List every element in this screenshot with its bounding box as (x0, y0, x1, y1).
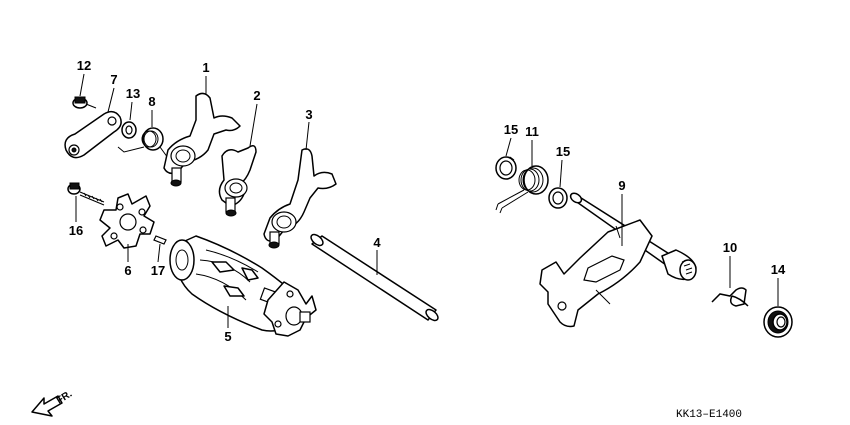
callout-5: 5 (224, 329, 231, 344)
part-1-shift-fork (163, 92, 241, 187)
part-2-shift-fork (218, 145, 257, 217)
callout-4: 4 (373, 235, 381, 250)
diagram-code: KK13–E1400 (676, 409, 742, 421)
part-4-fork-shaft (310, 233, 439, 322)
front-direction-indicator: FR. (31, 389, 74, 417)
callout-15-upper: 15 (504, 122, 518, 137)
part-13-washer (121, 121, 137, 139)
callout-16: 16 (69, 223, 83, 238)
callout-17: 17 (151, 263, 165, 278)
callout-1: 1 (202, 60, 209, 75)
part-9-gearshift-spindle (539, 192, 697, 328)
leader-lines (75, 73, 779, 328)
part-15-circlip-upper (495, 156, 517, 180)
callout-14: 14 (771, 262, 786, 277)
callout-9: 9 (618, 178, 625, 193)
part-6-star-plate (99, 193, 155, 249)
part-5-shift-drum (169, 235, 317, 337)
part-8-spring (117, 127, 169, 159)
front-arrow-icon (31, 395, 63, 417)
part-7-stopper-arm (64, 110, 122, 159)
callout-8: 8 (148, 94, 155, 109)
callout-3: 3 (305, 107, 312, 122)
callout-11: 11 (525, 124, 539, 139)
part-10-spring (711, 287, 749, 307)
part-14-oil-seal (763, 306, 793, 338)
part-11-return-spring (495, 165, 549, 214)
callout-6: 6 (124, 263, 131, 278)
callout-10: 10 (723, 240, 737, 255)
callout-12: 12 (77, 58, 91, 73)
callout-7: 7 (110, 72, 117, 87)
callout-15-lower: 15 (556, 144, 570, 159)
part-12-bolt (72, 96, 97, 109)
part-17-dowel-pin (153, 235, 167, 245)
part-16-bolt (67, 182, 105, 206)
callout-13: 13 (126, 86, 140, 101)
part-3-shift-fork (263, 148, 337, 249)
part-15-circlip-lower (548, 187, 568, 209)
callout-2: 2 (253, 88, 260, 103)
